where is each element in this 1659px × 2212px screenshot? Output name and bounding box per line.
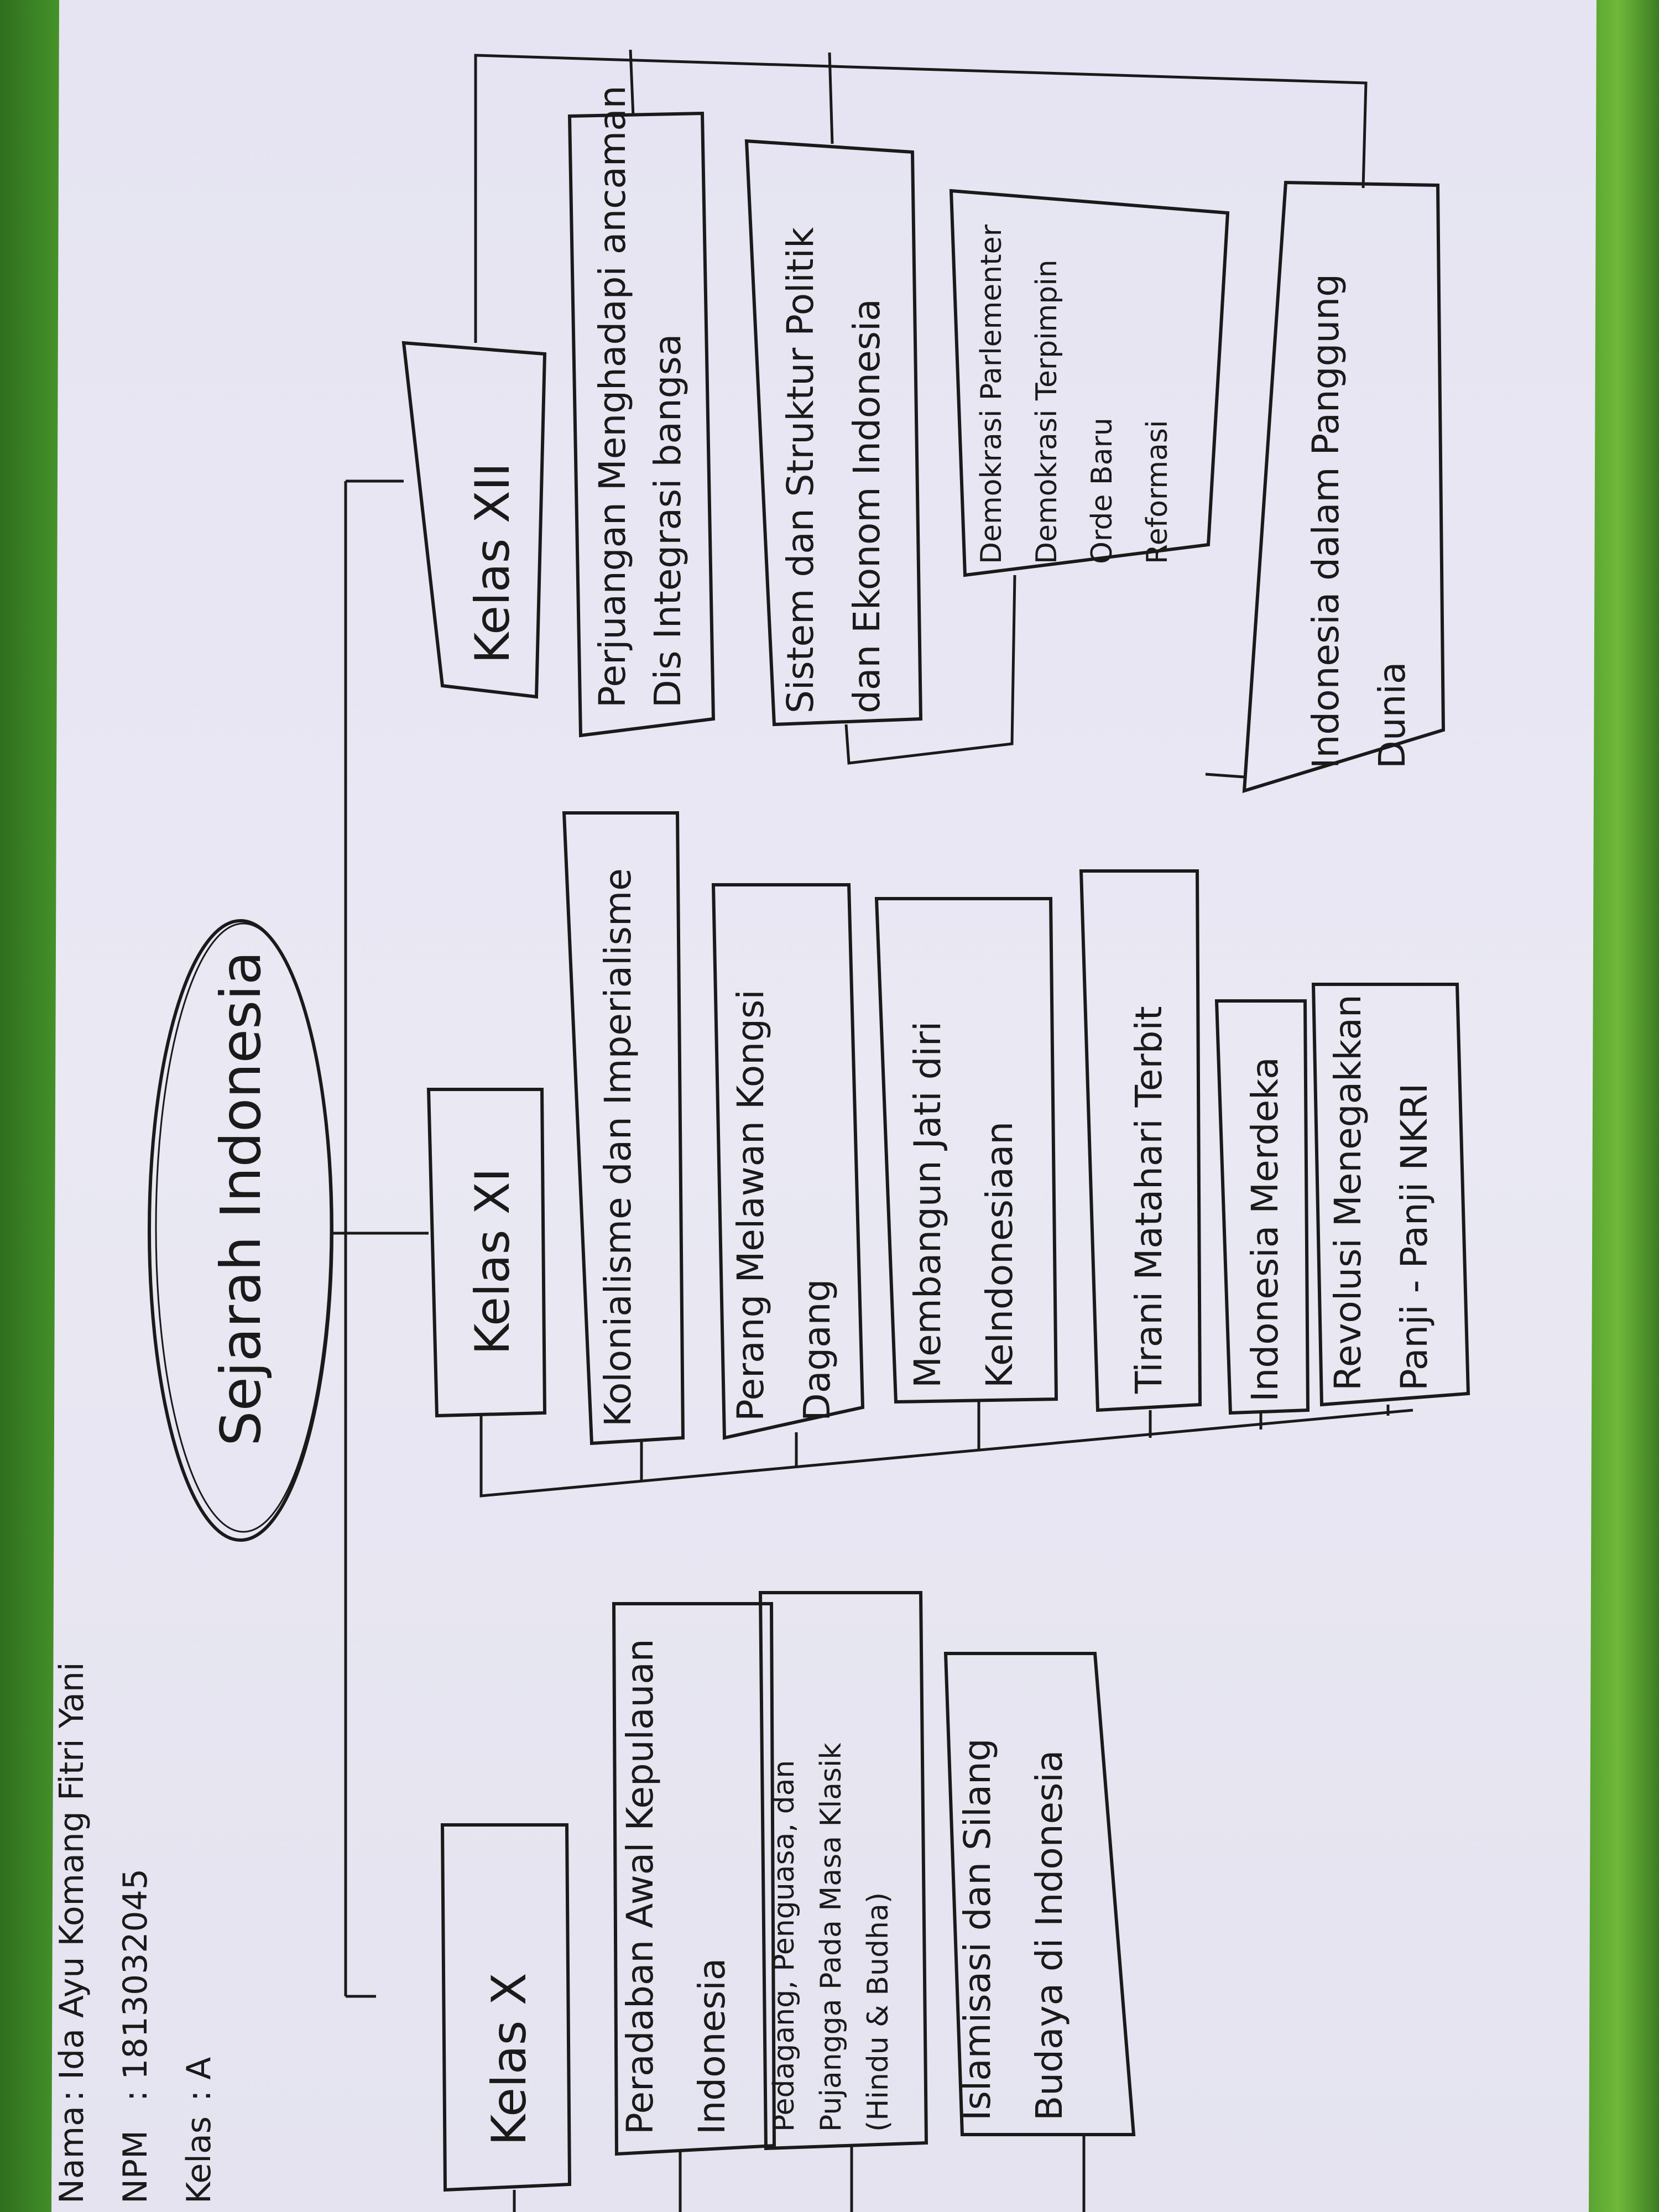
- class-x-branch: Kelas X Peradaban Awal Kepulauan Indones…: [440, 1591, 1136, 2212]
- class-xi-topic-6-line-2: Panji - Panji NKRI: [1393, 1083, 1436, 1391]
- root-ellipse: [148, 919, 333, 1542]
- class-x-topic-3-line-2: Budaya di Indonesia: [1028, 1750, 1071, 2121]
- class-xi-topic-1-line-1: Kolonialisme dan Imperialisme: [597, 868, 639, 1427]
- class-xi-topic-3-line-2: KeIndonesiaan: [978, 1121, 1021, 1388]
- class-xi-topic-6-box: [1311, 983, 1470, 1407]
- class-xii-topic-4-line-1: Indonesia dalam Panggung: [1305, 274, 1347, 769]
- class-x-topic-3-line-1: Islamisasi dan Silang: [956, 1738, 999, 2121]
- class-xi-topic-5-box: [1214, 999, 1310, 1415]
- class-xii-topic-4-box: [1242, 180, 1446, 794]
- class-xii-box: [401, 341, 547, 699]
- root-node: Sejarah Indonesia: [148, 919, 333, 1542]
- trunk-connectors: [332, 479, 429, 1998]
- class-xi-topic-1-box: [562, 811, 685, 1446]
- class-xii-topic-3-line-2: Demokrasi Terpimpin: [1030, 259, 1063, 564]
- nama-value: : Ida Ayu Komang Fitri Yani: [53, 1662, 91, 2101]
- class-xi-topic-2-line-1: Perang Melawan Kongsi: [729, 989, 772, 1421]
- class-xii-topic-3-box: [949, 189, 1230, 577]
- class-x-topic-2-line-1: Pedagang, Penguasa, dan: [768, 1760, 801, 2132]
- class-xii-topic-1-box: [567, 111, 716, 738]
- class-xii-topic-2-box: [744, 139, 923, 727]
- class-xi-topic-5-line-1: Indonesia Merdeka: [1244, 1057, 1286, 1402]
- class-xii-topic-1-line-2: Dis Integrasi bangsa: [646, 334, 689, 708]
- class-x-topic-2-line-3: (Hindu & Budha): [862, 1892, 895, 2132]
- student-info: Nama : Ida Ayu Komang Fitri Yani NPM : 1…: [53, 1662, 218, 2204]
- nama-label: Nama: [53, 2106, 91, 2204]
- class-xii-topic-3-line-1: Demokrasi Parlementer: [975, 224, 1008, 564]
- kelas-label: Kelas: [180, 2116, 218, 2204]
- class-xii-topic-1-line-1: Perjuangan Menghadapi ancaman: [591, 86, 634, 708]
- class-xii-topic-2-line-2: dan Ekonom Indonesia: [846, 299, 888, 713]
- class-xi-branch: Kelas XI Kolonialisme dan Imperialisme P…: [426, 811, 1470, 1498]
- class-x-box: [440, 1823, 572, 2192]
- class-xii-branch: Kelas XII Perjuangan Menghadapi ancaman …: [401, 49, 1446, 794]
- class-x-label: Kelas X: [482, 1973, 537, 2146]
- class-x-topic-2-box: [758, 1591, 928, 2151]
- class-xi-topic-3-box: [874, 897, 1058, 1404]
- class-xi-topic-4-box: [1079, 869, 1202, 1412]
- class-x-topic-1-box: [612, 1602, 776, 2156]
- root-ellipse-scribble: [155, 922, 332, 1533]
- class-xii-topic-3-line-3: Orde Baru: [1086, 418, 1119, 564]
- class-x-topic-2-line-2: Pujangga Pada Masa Klasik: [815, 1743, 848, 2132]
- class-xi-topic-3-line-1: Membangun Jati diri: [906, 1021, 949, 1388]
- class-x-topic-3-box: [943, 1652, 1136, 2136]
- npm-label: NPM: [116, 2130, 155, 2204]
- class-xii-topic-2-line-1: Sistem dan Struktur Politik: [779, 227, 822, 713]
- kelas-value: : A: [180, 2057, 218, 2101]
- class-xi-topic-2-box: [711, 883, 865, 1440]
- class-xi-topic-6-line-1: Revolusi Menegakkan: [1327, 994, 1369, 1391]
- class-xii-topic-4-line-2: Dunia: [1371, 662, 1413, 769]
- class-xii-label: Kelas XII: [465, 463, 520, 664]
- class-x-topic-1-line-1: Peradaban Awal Kepulauan: [619, 1639, 661, 2135]
- npm-value: : 1813032045: [116, 1869, 155, 2101]
- class-xi-label: Kelas XI: [465, 1168, 520, 1355]
- class-xi-topic-2-line-2: Dagang: [796, 1279, 838, 1421]
- root-label: Sejarah Indonesia: [208, 951, 273, 1446]
- class-xi-box: [426, 1088, 547, 1418]
- class-xii-topic-3-line-4: Reformasi: [1141, 420, 1174, 564]
- class-xi-topic-4-line-1: Tirani Matahari Terbit: [1128, 1006, 1170, 1394]
- class-x-topic-1-line-2: Indonesia: [691, 1958, 733, 2135]
